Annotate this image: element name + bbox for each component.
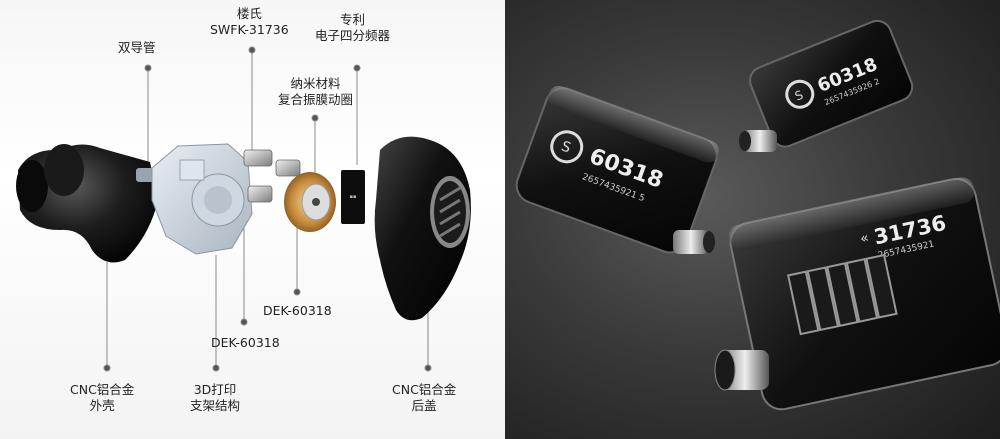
printed-frame	[152, 144, 252, 254]
driver-c-port	[715, 350, 769, 390]
driver-closeup-illustration: S 60318 2657435921 5 S 60318 2657435926 …	[505, 0, 1000, 439]
dynamic-driver	[284, 172, 336, 232]
driver-b-port	[739, 130, 777, 152]
label-cnc-cover: CNC铝合金后盖	[392, 382, 456, 414]
exploded-view-illustration: ▪▪	[0, 0, 505, 439]
label-3d-frame: 3D打印支架结构	[190, 382, 240, 414]
svg-text:▪▪: ▪▪	[350, 194, 357, 200]
label-dual-tube: 双导管	[118, 40, 156, 56]
label-crossover: 专利电子四分频器	[315, 12, 390, 44]
label-dek-left: DEK-60318	[211, 335, 280, 351]
crossover-chip: ▪▪	[341, 170, 365, 224]
back-cover	[375, 137, 471, 321]
label-cnc-shell: CNC铝合金外壳	[70, 382, 134, 414]
label-dek-right: DEK-60318	[263, 303, 332, 319]
driver-closeup-panel: S 60318 2657435921 5 S 60318 2657435926 …	[505, 0, 1000, 439]
label-nano-diaphragm: 纳米材料复合振膜动圈	[278, 76, 353, 108]
driver-a-port	[673, 230, 715, 254]
shell-body	[16, 144, 158, 262]
